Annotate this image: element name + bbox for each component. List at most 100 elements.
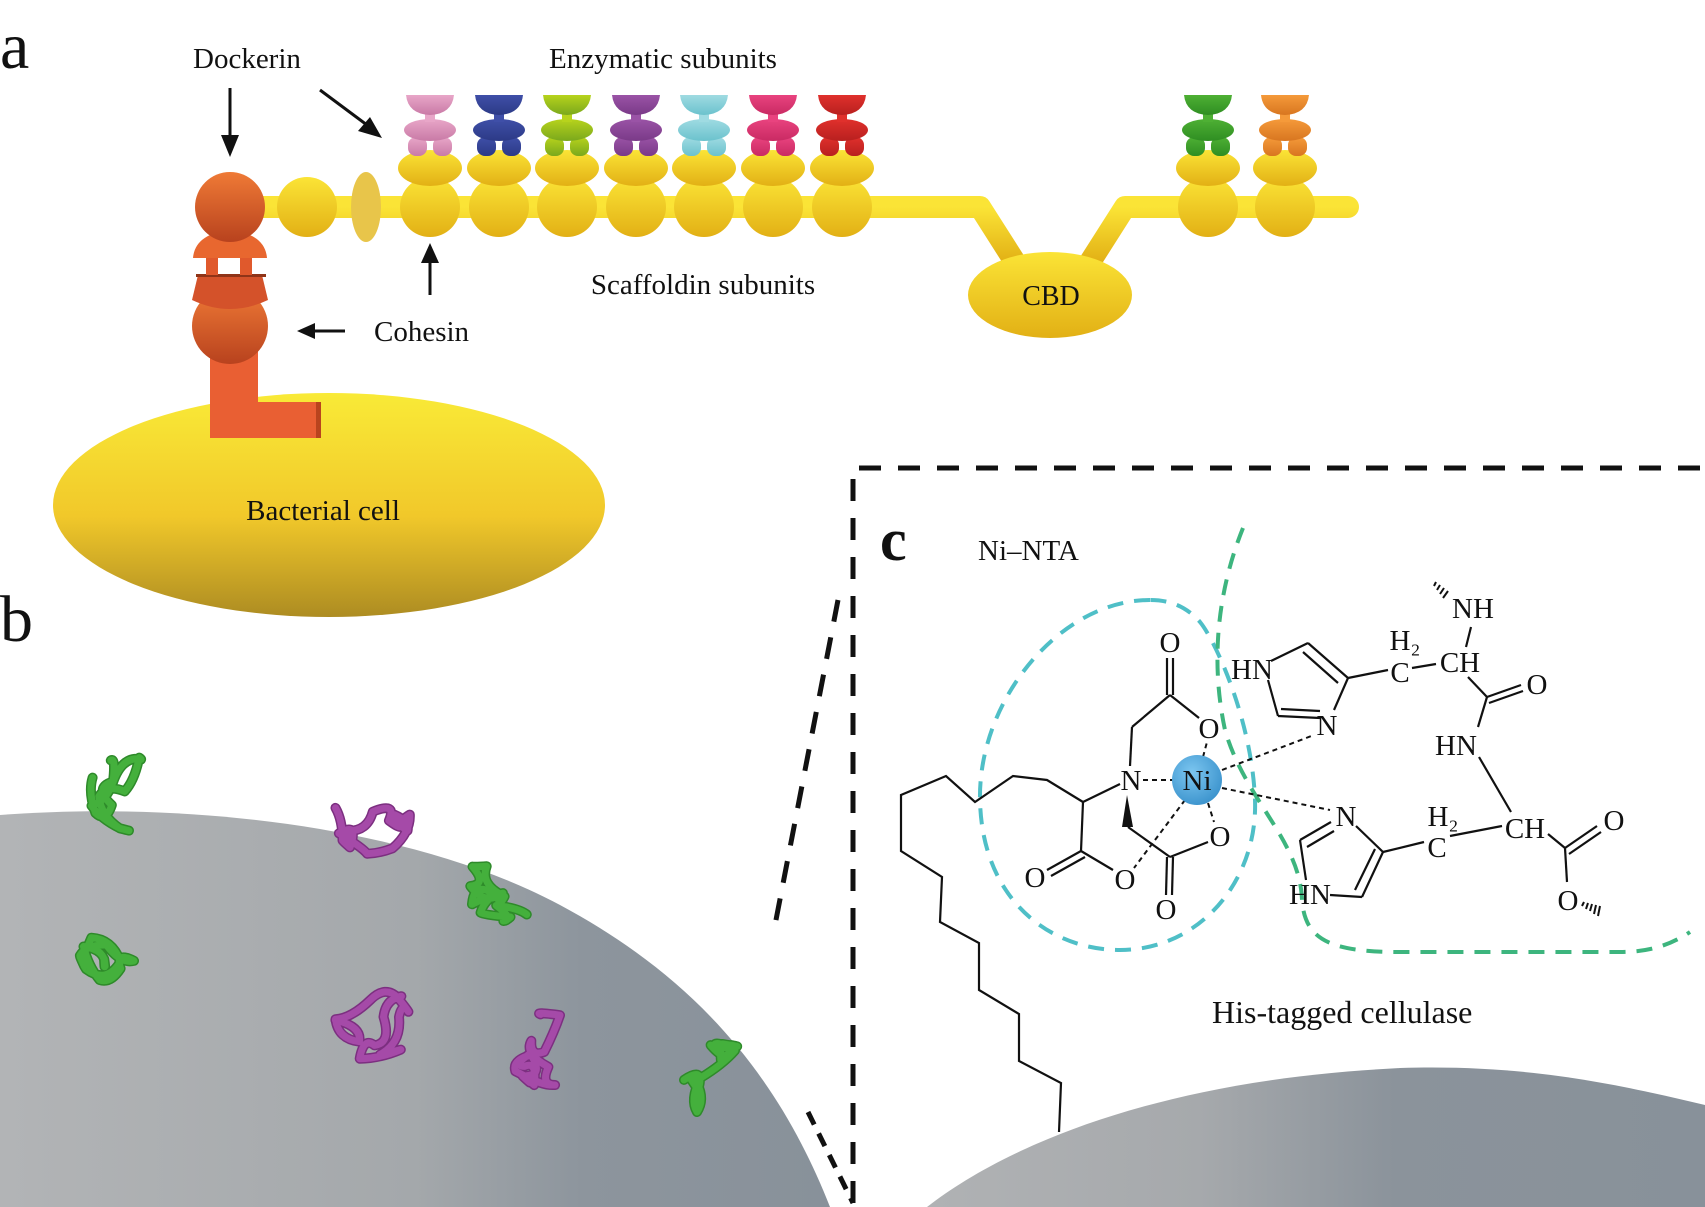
atom-c: C [1427,832,1446,864]
arrow-dockerin-diagonal [319,88,382,138]
enzyme-cohesin-unit-lime [535,95,599,237]
atom-o: O [1156,894,1177,926]
histidine-bonds [1266,626,1602,899]
enzyme-catalytic-domain [475,95,523,115]
atom-ch: CH [1440,647,1480,679]
anchor-top-ball [195,172,265,242]
atom-ch: CH [1505,813,1545,845]
atom-n: N [1336,801,1357,833]
atom-o: O [1115,864,1136,896]
atom-n: N [1317,710,1338,742]
cohesin-module [743,177,803,237]
dockerin-label: Dockerin [193,43,301,75]
scaffold-linker-disc [351,172,381,242]
cell-surface-c [927,1067,1705,1207]
nta-bonds [1046,658,1209,896]
ni-atom-label: Ni [1183,765,1212,797]
enzyme-catalytic-domain [1261,95,1309,115]
atom-hn: HN [1435,730,1477,762]
cellulase-protein-blob [74,932,139,986]
stereo-hash-bonds [1433,581,1601,917]
arrow-cohesin-up [421,243,439,295]
enzyme-cohesin-unit-purple [604,95,668,237]
atom-o: O [1160,627,1181,659]
alkyl-chain [899,774,1084,1133]
atom-h2: H₂ [1427,801,1458,833]
dockerin-module [398,150,462,186]
dockerin-module [604,150,668,186]
dockerin-module [1176,150,1240,186]
panel-c: c Ni–NTA His-tagged cellulase [850,465,1705,1207]
cbd-domain [968,252,1132,338]
panel-b: b [0,583,856,1207]
cell-surface-b [0,811,830,1207]
other-protein-blob [330,986,414,1064]
other-protein-blob [509,1008,565,1091]
dockerin-module [467,150,531,186]
cellulase-protein-blob [679,1038,743,1117]
dockerin-module [535,150,599,186]
enzyme-catalytic-domain [612,95,660,115]
enzyme-cohesin-unit-red [810,95,874,237]
enzyme-cohesin-unit-blue [467,95,531,237]
arrow-dockerin-down [221,88,239,157]
enzyme-catalytic-domain [1184,95,1232,115]
other-protein-blob [330,802,415,859]
enzyme-cohesin-unit-orange [1253,95,1317,237]
dockerin-module [672,150,736,186]
atom-hn: HN [1231,654,1273,686]
cohesin-label: Cohesin [374,316,470,348]
atom-c: C [1390,657,1409,689]
cohesin-module [674,177,734,237]
anchor-dockerin-cap [193,230,267,258]
enzyme-cohesin-unit-magenta [741,95,805,237]
protein-blobs [74,752,743,1117]
enzymatic-subunits [398,95,1317,237]
scaffoldin-subunits-label: Scaffoldin subunits [591,269,815,301]
dockerin-module [741,150,805,186]
inset-border [850,465,1705,1203]
cellulase-protein-blob [85,752,147,836]
atom-o: O [1604,805,1625,837]
atom-o: O [1210,821,1231,853]
atom-o: O [1025,862,1046,894]
coordination-bonds [1133,734,1331,869]
atom-o: O [1558,885,1579,917]
panel-letter-b: b [0,583,33,656]
atom-o: O [1527,669,1548,701]
arrow-cohesin-left [297,323,345,339]
enzymatic-subunits-label: Enzymatic subunits [549,43,777,75]
atom-h2: H₂ [1389,625,1420,657]
enzyme-catalytic-domain [406,95,454,115]
cell-anchor-protein [192,230,321,438]
cbd-label: CBD [1022,281,1080,312]
cellulase-protein-blob [465,861,532,926]
scaffold-ball [277,177,337,237]
panel-letter-a: a [0,10,29,83]
enzyme-catalytic-domain [680,95,728,115]
cohesin-module [812,177,872,237]
anchor-cohesin-ball [192,288,268,364]
enzyme-cohesin-unit-pink [398,95,462,237]
atom-o: O [1199,713,1220,745]
cohesin-module [469,177,529,237]
cohesin-module [606,177,666,237]
cohesin-module [1178,177,1238,237]
cohesin-module [400,177,460,237]
enzyme-catalytic-domain [543,95,591,115]
dockerin-module [1253,150,1317,186]
bacterial-cell-label: Bacterial cell [246,495,400,527]
enzyme-cohesin-unit-green [1176,95,1240,237]
his-tag-region-outline [1215,527,1692,954]
enzyme-catalytic-domain [818,95,866,115]
bacterial-cell [53,393,605,617]
enzyme-catalytic-domain [749,95,797,115]
nickel-ion [1172,755,1222,805]
his-tagged-cellulase-label: His-tagged cellulase [1212,994,1472,1030]
atom-hn: HN [1289,879,1331,911]
zoom-line-upper [772,599,841,926]
panel-letter-c: c [880,507,907,573]
dockerin-module [810,150,874,186]
anchor-l-shape [210,345,320,438]
